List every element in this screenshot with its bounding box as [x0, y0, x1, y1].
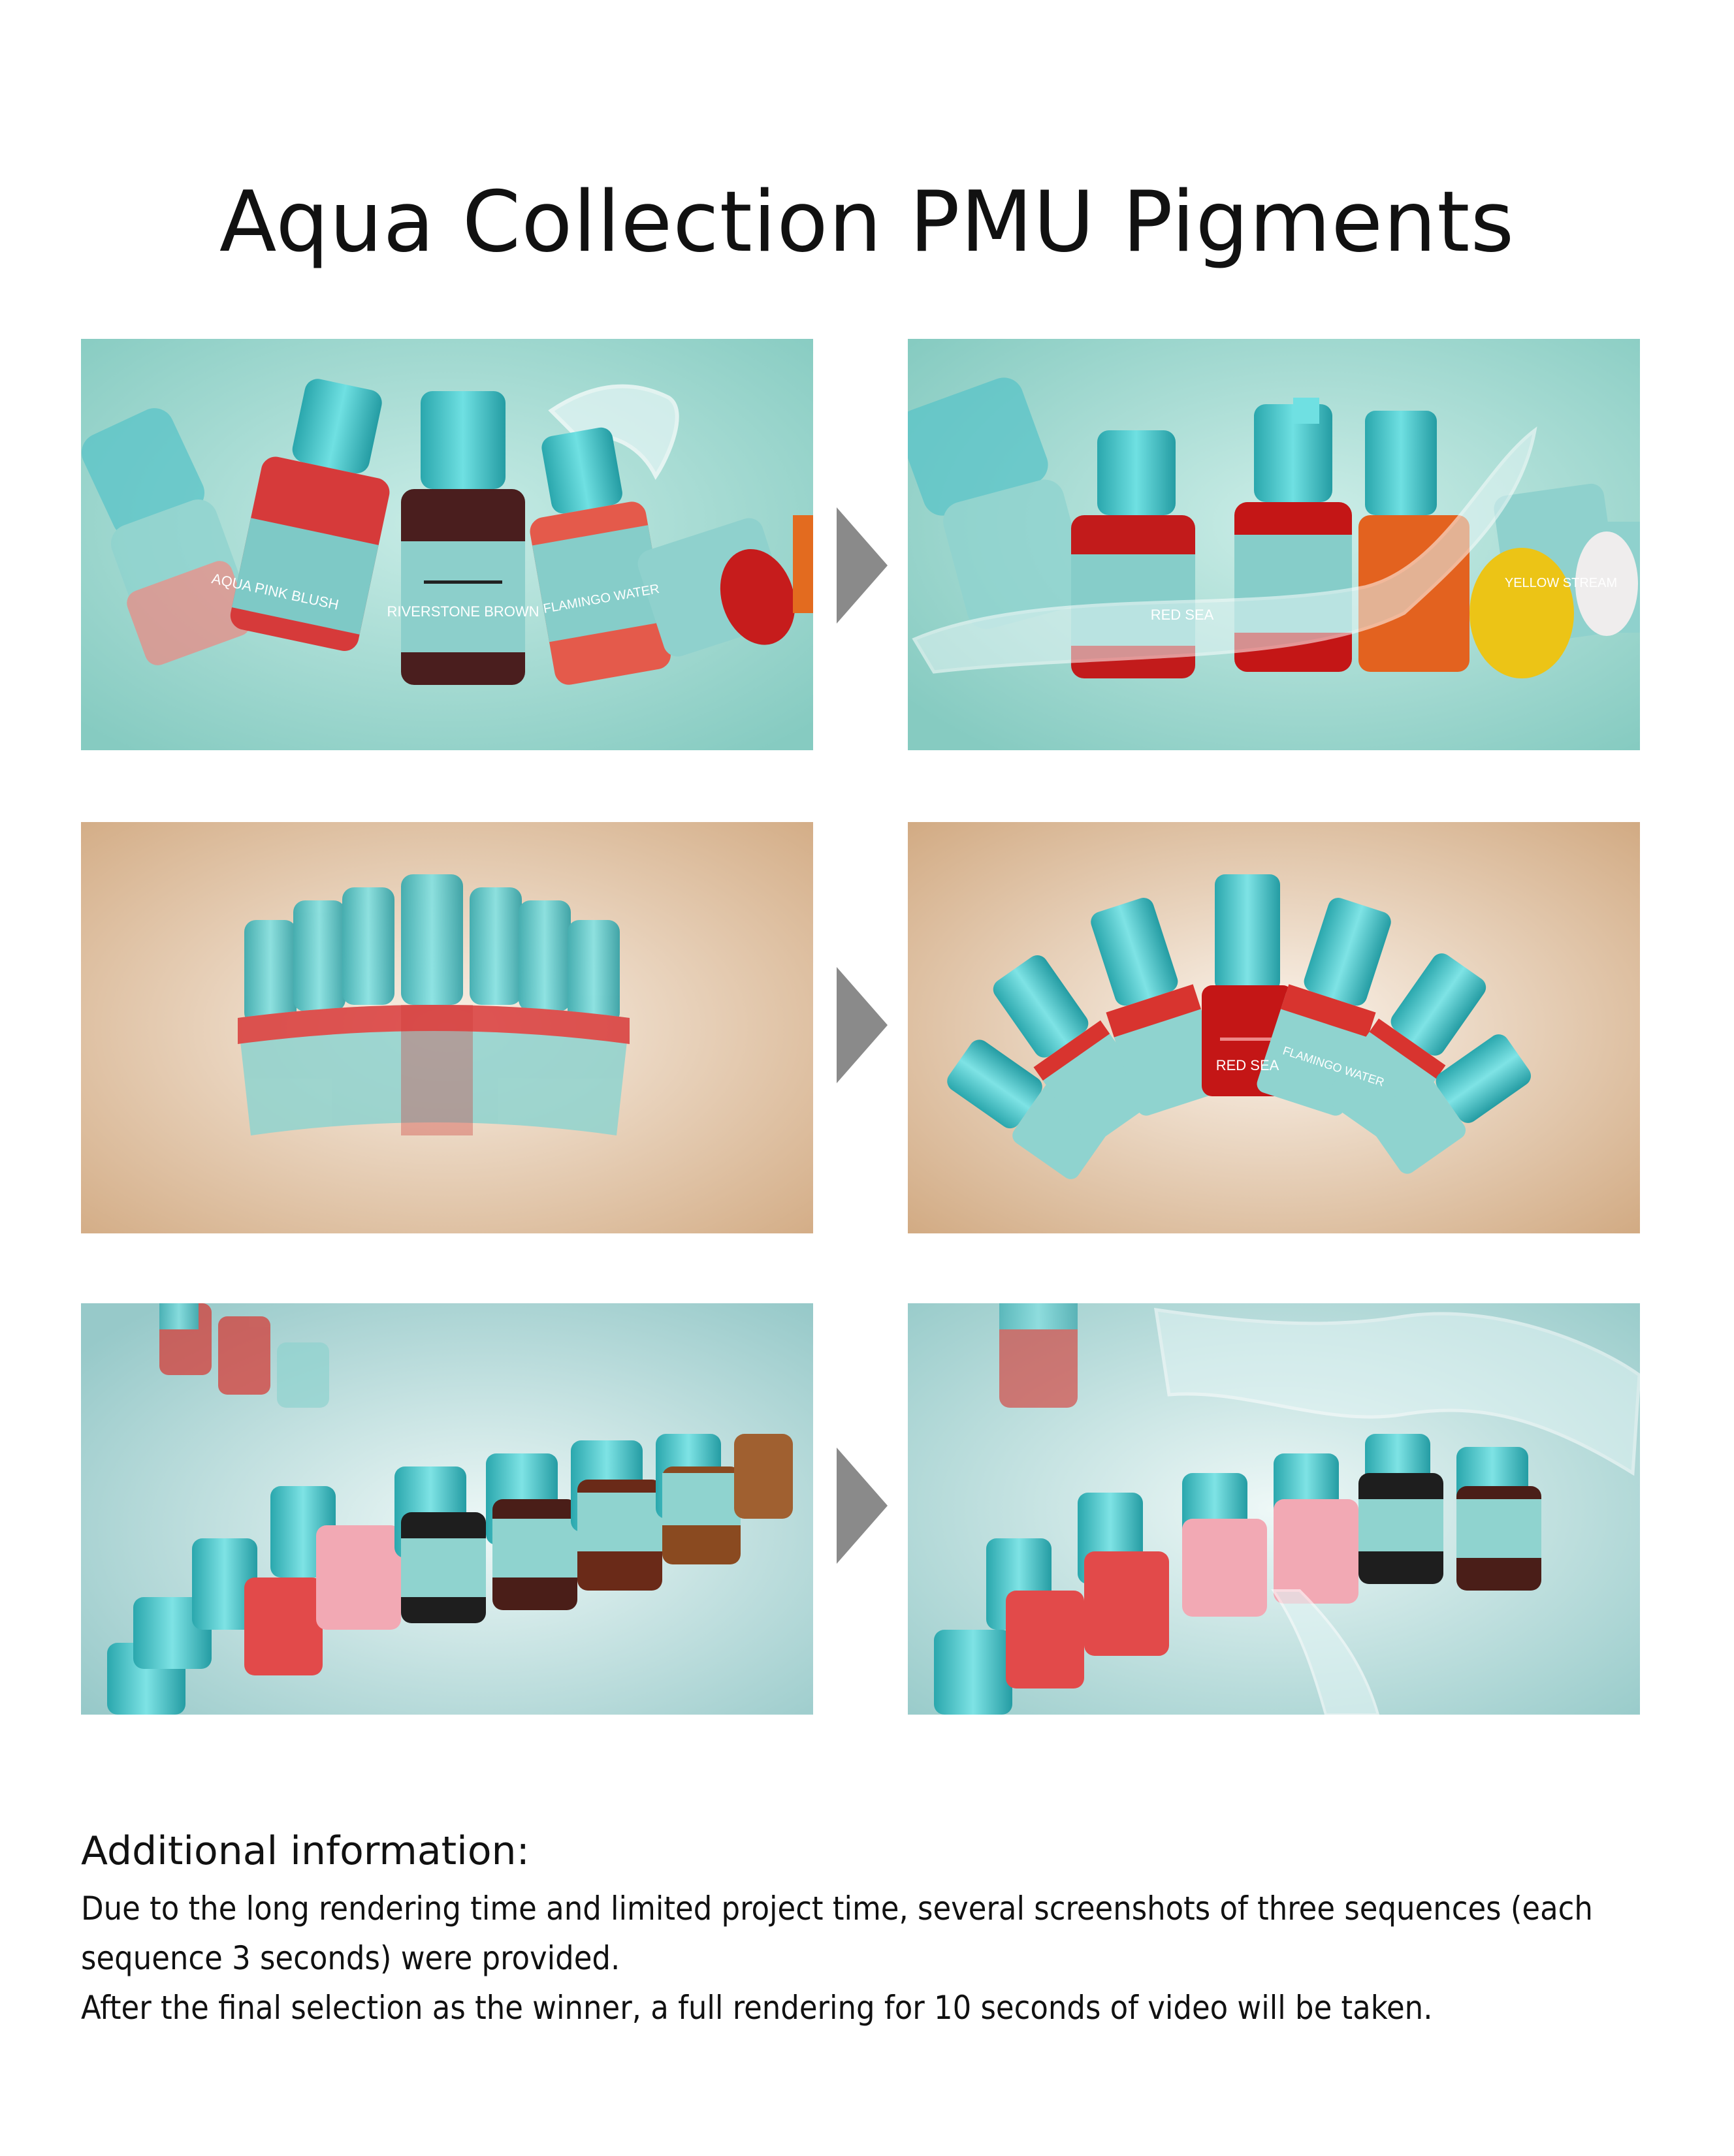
info-line: After the final selection as the winner,… [81, 1989, 1433, 2027]
sequence-3-arrow [837, 1448, 888, 1564]
info-line: Due to the long rendering time and limit… [81, 1890, 1593, 1977]
bottle-label: RIVERSTONE BROWN [387, 603, 539, 620]
triangle-right-icon [837, 507, 888, 624]
page-title: Aqua Collection PMU Pigments [219, 173, 1515, 271]
sequence-2-arrow [837, 967, 888, 1083]
sequence-3-frame-1 [81, 1303, 813, 1715]
render-image [81, 1303, 813, 1715]
triangle-right-icon [837, 967, 888, 1083]
bottle-label: YELLOW STREAM [1505, 576, 1617, 590]
info-heading: Additional information: [81, 1828, 530, 1874]
triangle-right-icon [837, 1448, 888, 1564]
bottle-label: RED SEA [1151, 607, 1214, 623]
render-image: AQUA PINK BLUSH RIVERSTONE BROWN FLAMING… [81, 339, 813, 750]
sequence-1-frame-1: AQUA PINK BLUSH RIVERSTONE BROWN FLAMING… [81, 339, 813, 750]
sequence-3-frame-2 [908, 1303, 1640, 1715]
render-image [81, 822, 813, 1233]
sequence-2-frame-1 [81, 822, 813, 1233]
sequence-1-frame-2: RED SEA YELLOW STREAM [908, 339, 1640, 750]
bottle-label: RED SEA [1216, 1057, 1279, 1073]
render-image: RED SEA FLAMINGO WATER [908, 822, 1640, 1233]
render-image: RED SEA YELLOW STREAM [908, 339, 1640, 750]
info-body: Due to the long rendering time and limit… [81, 1884, 1662, 2033]
render-image [908, 1303, 1640, 1715]
sequence-1-arrow [837, 507, 888, 624]
sequence-2-frame-2: RED SEA FLAMINGO WATER [908, 822, 1640, 1233]
